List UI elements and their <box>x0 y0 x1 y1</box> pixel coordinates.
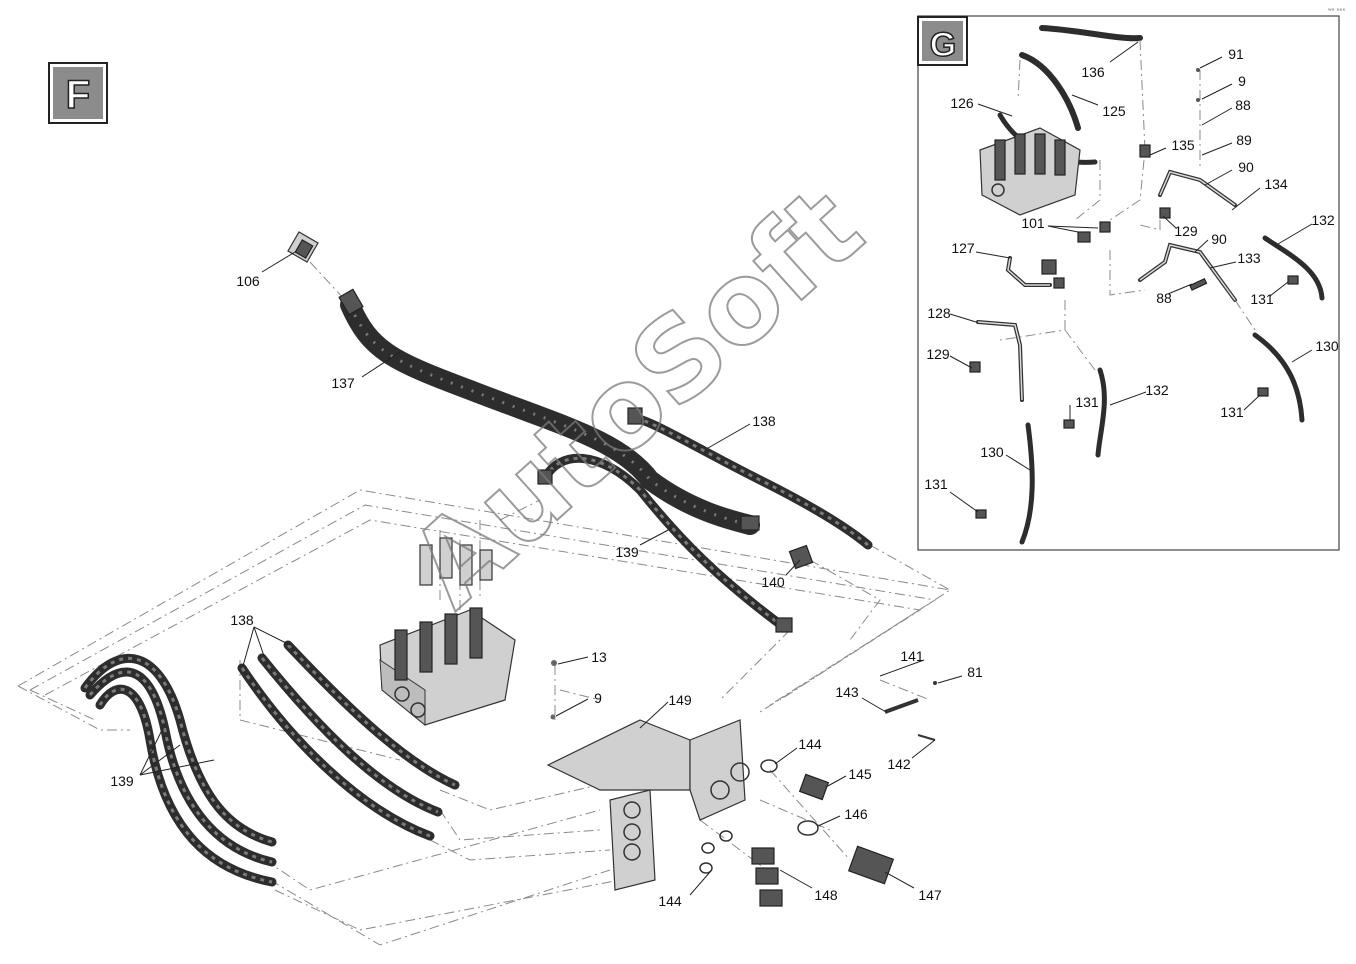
couplers-148 <box>751 847 783 907</box>
section-badge-g: G <box>917 16 968 66</box>
badge-f-letter: F <box>66 73 90 117</box>
label-131-a: 131 <box>1250 291 1274 307</box>
inset-hoses <box>997 25 1325 545</box>
label-134: 134 <box>1264 176 1288 192</box>
inset-valve-block <box>979 127 1081 216</box>
label-145: 145 <box>848 766 872 782</box>
label-127: 127 <box>951 240 975 256</box>
label-106: 106 <box>236 273 260 289</box>
hose-139-upper <box>537 453 793 633</box>
corner-mark: ʷᵒ ᵉᵉᵉ <box>1328 7 1346 15</box>
coupler-145 <box>798 773 830 801</box>
label-129: 129 <box>1174 223 1198 239</box>
inset-dash-lines <box>999 39 1256 371</box>
label-13: 13 <box>591 649 607 665</box>
orings-144-lower <box>699 830 733 874</box>
label-81: 81 <box>967 664 983 680</box>
label-128: 128 <box>927 305 951 321</box>
label-131-b: 131 <box>1075 394 1099 410</box>
label-130-lower: 130 <box>980 444 1004 460</box>
inset-g-frame <box>917 15 1340 551</box>
callout-labels-inset: 136 125 126 135 91 9 88 89 90 134 101 12… <box>924 46 1339 492</box>
routing-dash-lines <box>17 261 952 946</box>
coupler-147 <box>847 845 895 885</box>
fitting-106 <box>287 231 319 263</box>
control-valve-block <box>379 537 516 727</box>
label-129-lower: 129 <box>926 346 950 362</box>
label-125: 125 <box>1102 103 1126 119</box>
label-90: 90 <box>1238 159 1254 175</box>
label-143: 143 <box>835 684 859 700</box>
label-132: 132 <box>1311 212 1335 228</box>
label-131-d: 131 <box>924 476 948 492</box>
leader-lines <box>139 41 1313 896</box>
label-90-lower: 90 <box>1211 231 1227 247</box>
label-148: 148 <box>814 887 838 903</box>
oring-146 <box>797 820 819 836</box>
section-badge-f: F <box>48 62 108 124</box>
label-91: 91 <box>1228 46 1244 62</box>
label-101: 101 <box>1021 215 1045 231</box>
label-144-upper: 144 <box>798 736 822 752</box>
screws-13-9 <box>550 660 557 720</box>
label-149: 149 <box>668 692 692 708</box>
label-138-lower: 138 <box>230 612 254 628</box>
label-139: 139 <box>615 544 639 560</box>
label-144-lower: 144 <box>658 893 682 909</box>
callout-labels-main: 106 137 138 139 140 138 139 13 9 149 141… <box>110 273 983 909</box>
label-132-lower: 132 <box>1145 382 1169 398</box>
label-142: 142 <box>887 756 911 772</box>
bracket-149 <box>546 719 750 891</box>
label-141: 141 <box>900 648 924 664</box>
pin-143 <box>884 681 937 741</box>
inset-fittings <box>969 68 1299 519</box>
label-9: 9 <box>594 690 602 706</box>
hose-138-upper <box>627 407 873 550</box>
label-9-inset: 9 <box>1238 73 1246 89</box>
label-130: 130 <box>1315 338 1339 354</box>
label-89: 89 <box>1236 132 1252 148</box>
label-126: 126 <box>950 95 974 111</box>
label-88-lower: 88 <box>1156 290 1172 306</box>
label-147: 147 <box>918 887 942 903</box>
label-131-c: 131 <box>1220 404 1244 420</box>
oring-144-upper <box>760 759 778 773</box>
label-133: 133 <box>1237 250 1261 266</box>
label-136: 136 <box>1081 64 1105 80</box>
hoses-138-lower <box>237 640 460 841</box>
label-140: 140 <box>761 574 785 590</box>
label-139-lower: 139 <box>110 773 134 789</box>
hoses-139-lower <box>80 653 277 887</box>
badge-g-letter: G <box>930 26 956 64</box>
label-146: 146 <box>844 806 868 822</box>
label-137: 137 <box>331 375 355 391</box>
label-135: 135 <box>1171 137 1195 153</box>
hose-137 <box>338 288 760 535</box>
label-138: 138 <box>752 413 776 429</box>
fitting-140 <box>788 544 814 570</box>
label-88: 88 <box>1235 97 1251 113</box>
